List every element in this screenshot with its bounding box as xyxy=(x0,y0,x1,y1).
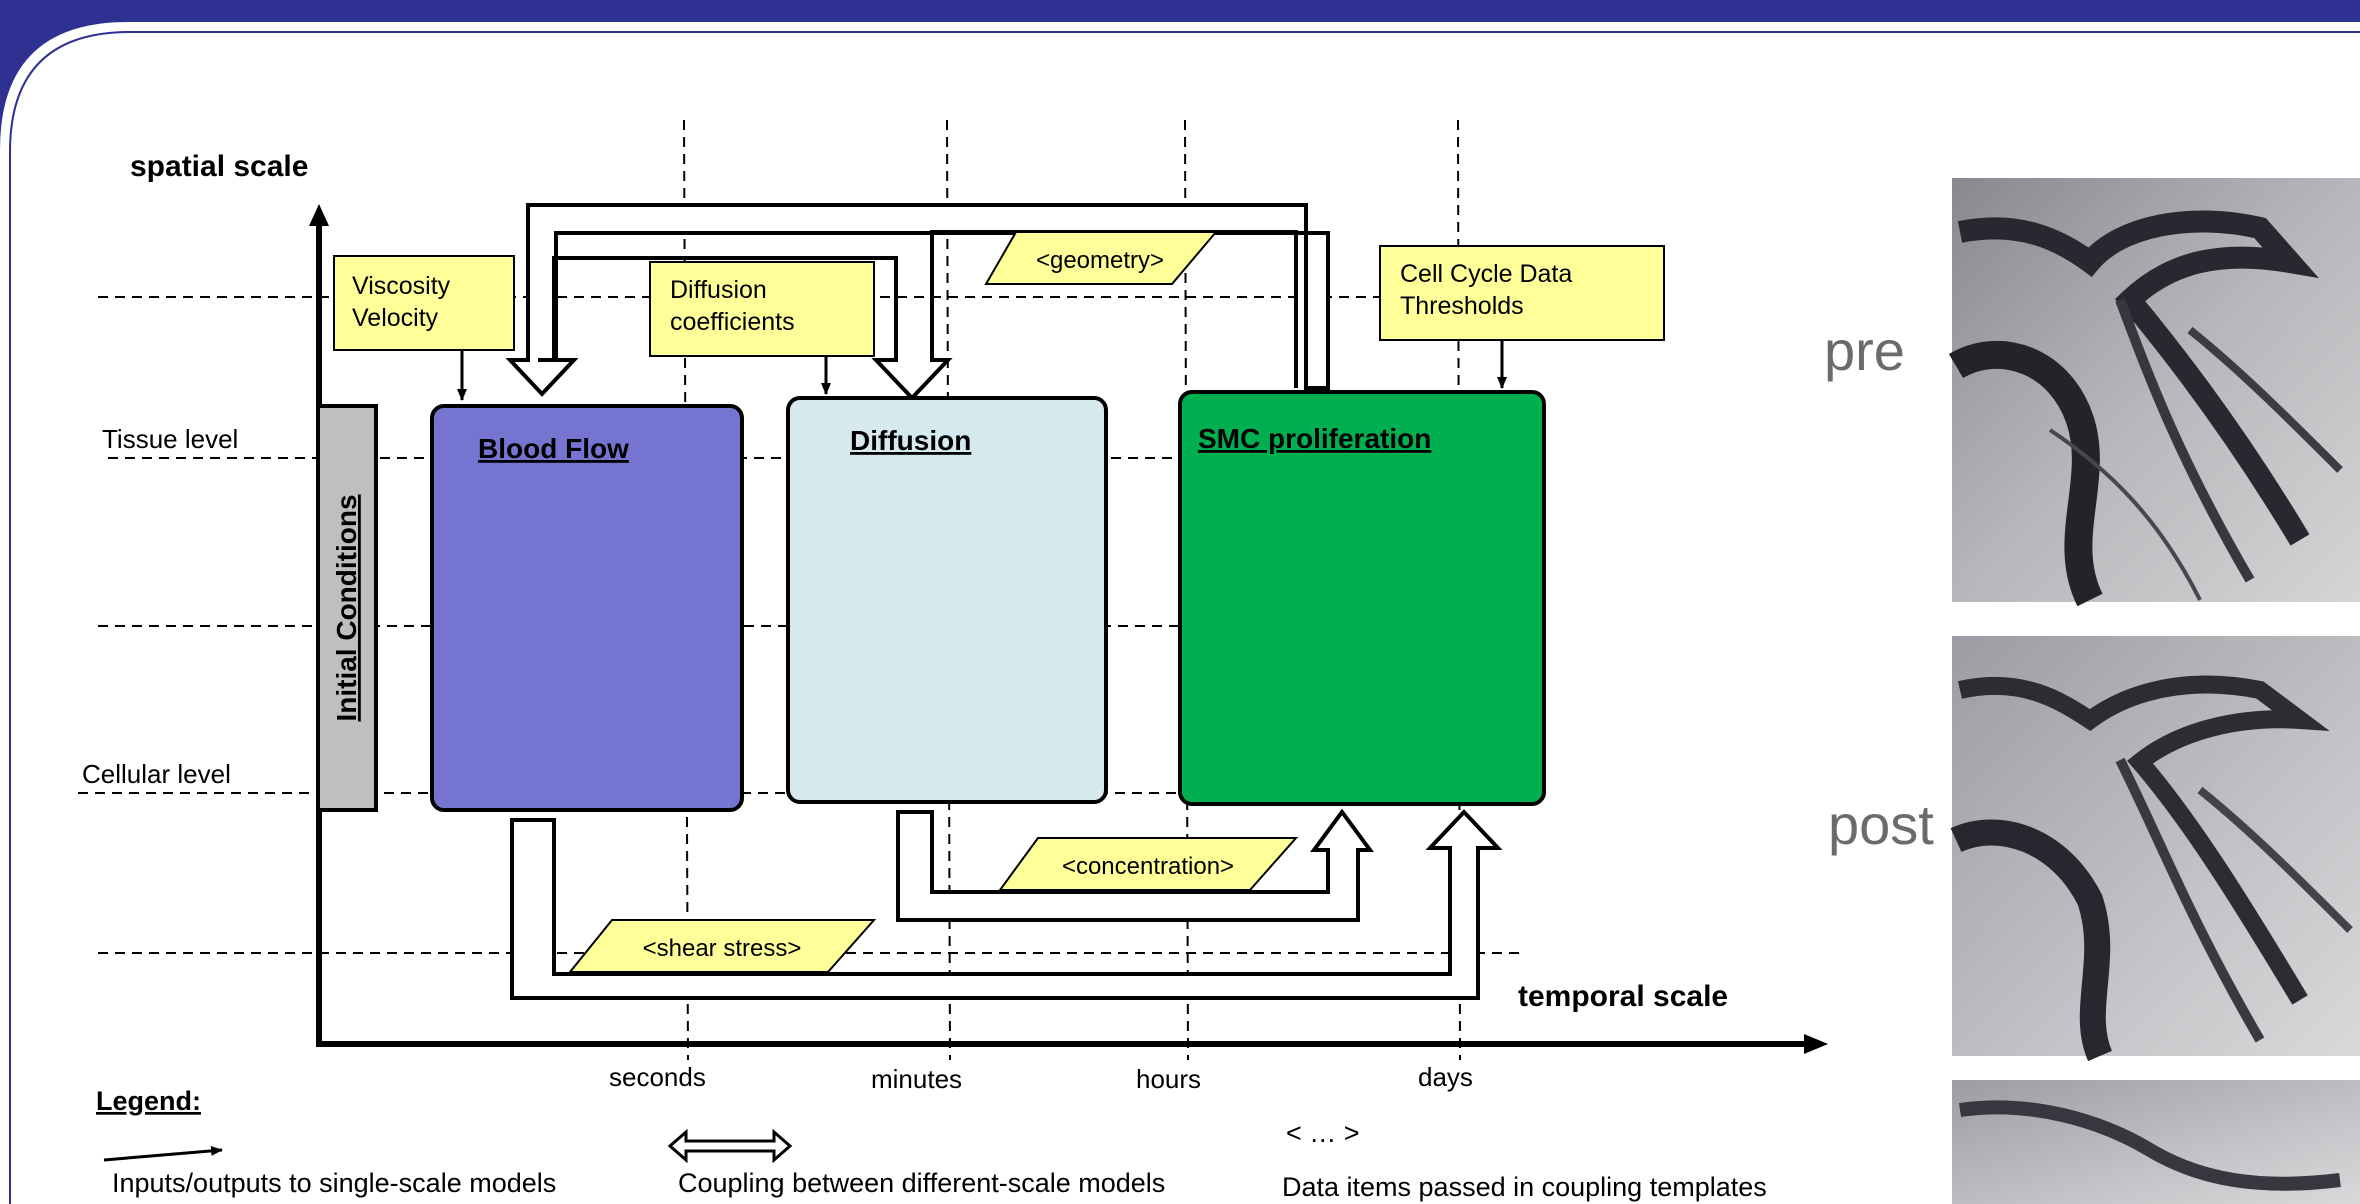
legend-io-text: Inputs/outputs to single-scale models xyxy=(112,1168,556,1198)
tick-label-days: days xyxy=(1418,1062,1473,1092)
legend-title: Legend: xyxy=(96,1086,201,1116)
viscosity-text: Viscosity xyxy=(352,272,451,300)
legend-coupling-arrow-icon xyxy=(667,1128,793,1164)
diffusion-coeff-text-1: Diffusion xyxy=(670,276,767,304)
blood-flow-title: Blood Flow xyxy=(478,433,629,464)
cell-cycle-text-2: Thresholds xyxy=(1400,292,1524,320)
tissue-level-label: Tissue level xyxy=(102,424,238,454)
coupling-pipes xyxy=(505,203,1503,1000)
pre-label: pre xyxy=(1824,319,1905,382)
blood-flow-box xyxy=(430,404,744,812)
tick-label-seconds: seconds xyxy=(609,1062,706,1092)
slide-frame-inner-edge xyxy=(9,31,2360,1204)
concentration-label: <concentration> xyxy=(1062,853,1234,880)
smc-proliferation-title: SMC proliferation xyxy=(1198,423,1431,454)
diffusion-coefficients-note xyxy=(649,261,875,357)
coupling-bloodflow-to-smc xyxy=(510,809,1503,1000)
legend-data-text: Data items passed in coupling templates xyxy=(1282,1172,1767,1202)
initial-conditions-label: Initial Conditions xyxy=(331,494,362,721)
post-label: post xyxy=(1828,793,1934,856)
diffusion-box xyxy=(786,396,1108,804)
shear-stress-label: <shear stress> xyxy=(643,935,802,962)
angiogram-third-image xyxy=(1952,1080,2360,1204)
initial-conditions-bar xyxy=(316,404,378,812)
diffusion-title: Diffusion xyxy=(850,425,971,456)
geometry-label: <geometry> xyxy=(1036,247,1164,274)
diffusion-coeff-text-2: coefficients xyxy=(670,308,795,336)
y-axis-label: spatial scale xyxy=(130,150,308,183)
coupling-smc-to-diffusion xyxy=(538,230,1298,401)
shear-stress-data-item xyxy=(567,919,877,973)
x-axis-arrowhead xyxy=(1804,1034,1828,1054)
angiogram-post-image xyxy=(1950,636,2360,1062)
cell-cycle-note xyxy=(1379,245,1665,341)
tick-label-hours: hours xyxy=(1136,1064,1201,1094)
legend-data-symbol: < … > xyxy=(1286,1118,1360,1148)
smc-proliferation-box xyxy=(1178,390,1546,806)
velocity-text: Velocity xyxy=(352,304,439,332)
cellular-level-label: Cellular level xyxy=(82,759,231,789)
cell-cycle-text-1: Cell Cycle Data xyxy=(1400,260,1572,288)
coupling-diffusion-to-smc xyxy=(896,808,1374,922)
tick-label-minutes: minutes xyxy=(871,1064,962,1094)
coupling-smc-to-bloodflow xyxy=(505,203,1330,397)
x-axis-label: temporal scale xyxy=(1518,980,1728,1013)
viscosity-velocity-note xyxy=(333,255,515,351)
legend-coupling-text: Coupling between different-scale models xyxy=(678,1168,1165,1198)
y-axis-arrowhead xyxy=(309,204,329,226)
angiogram-pre-image xyxy=(1948,178,2360,607)
geometry-data-item xyxy=(984,231,1219,285)
concentration-data-item xyxy=(998,837,1299,891)
legend-io-arrow-icon xyxy=(103,1145,223,1162)
